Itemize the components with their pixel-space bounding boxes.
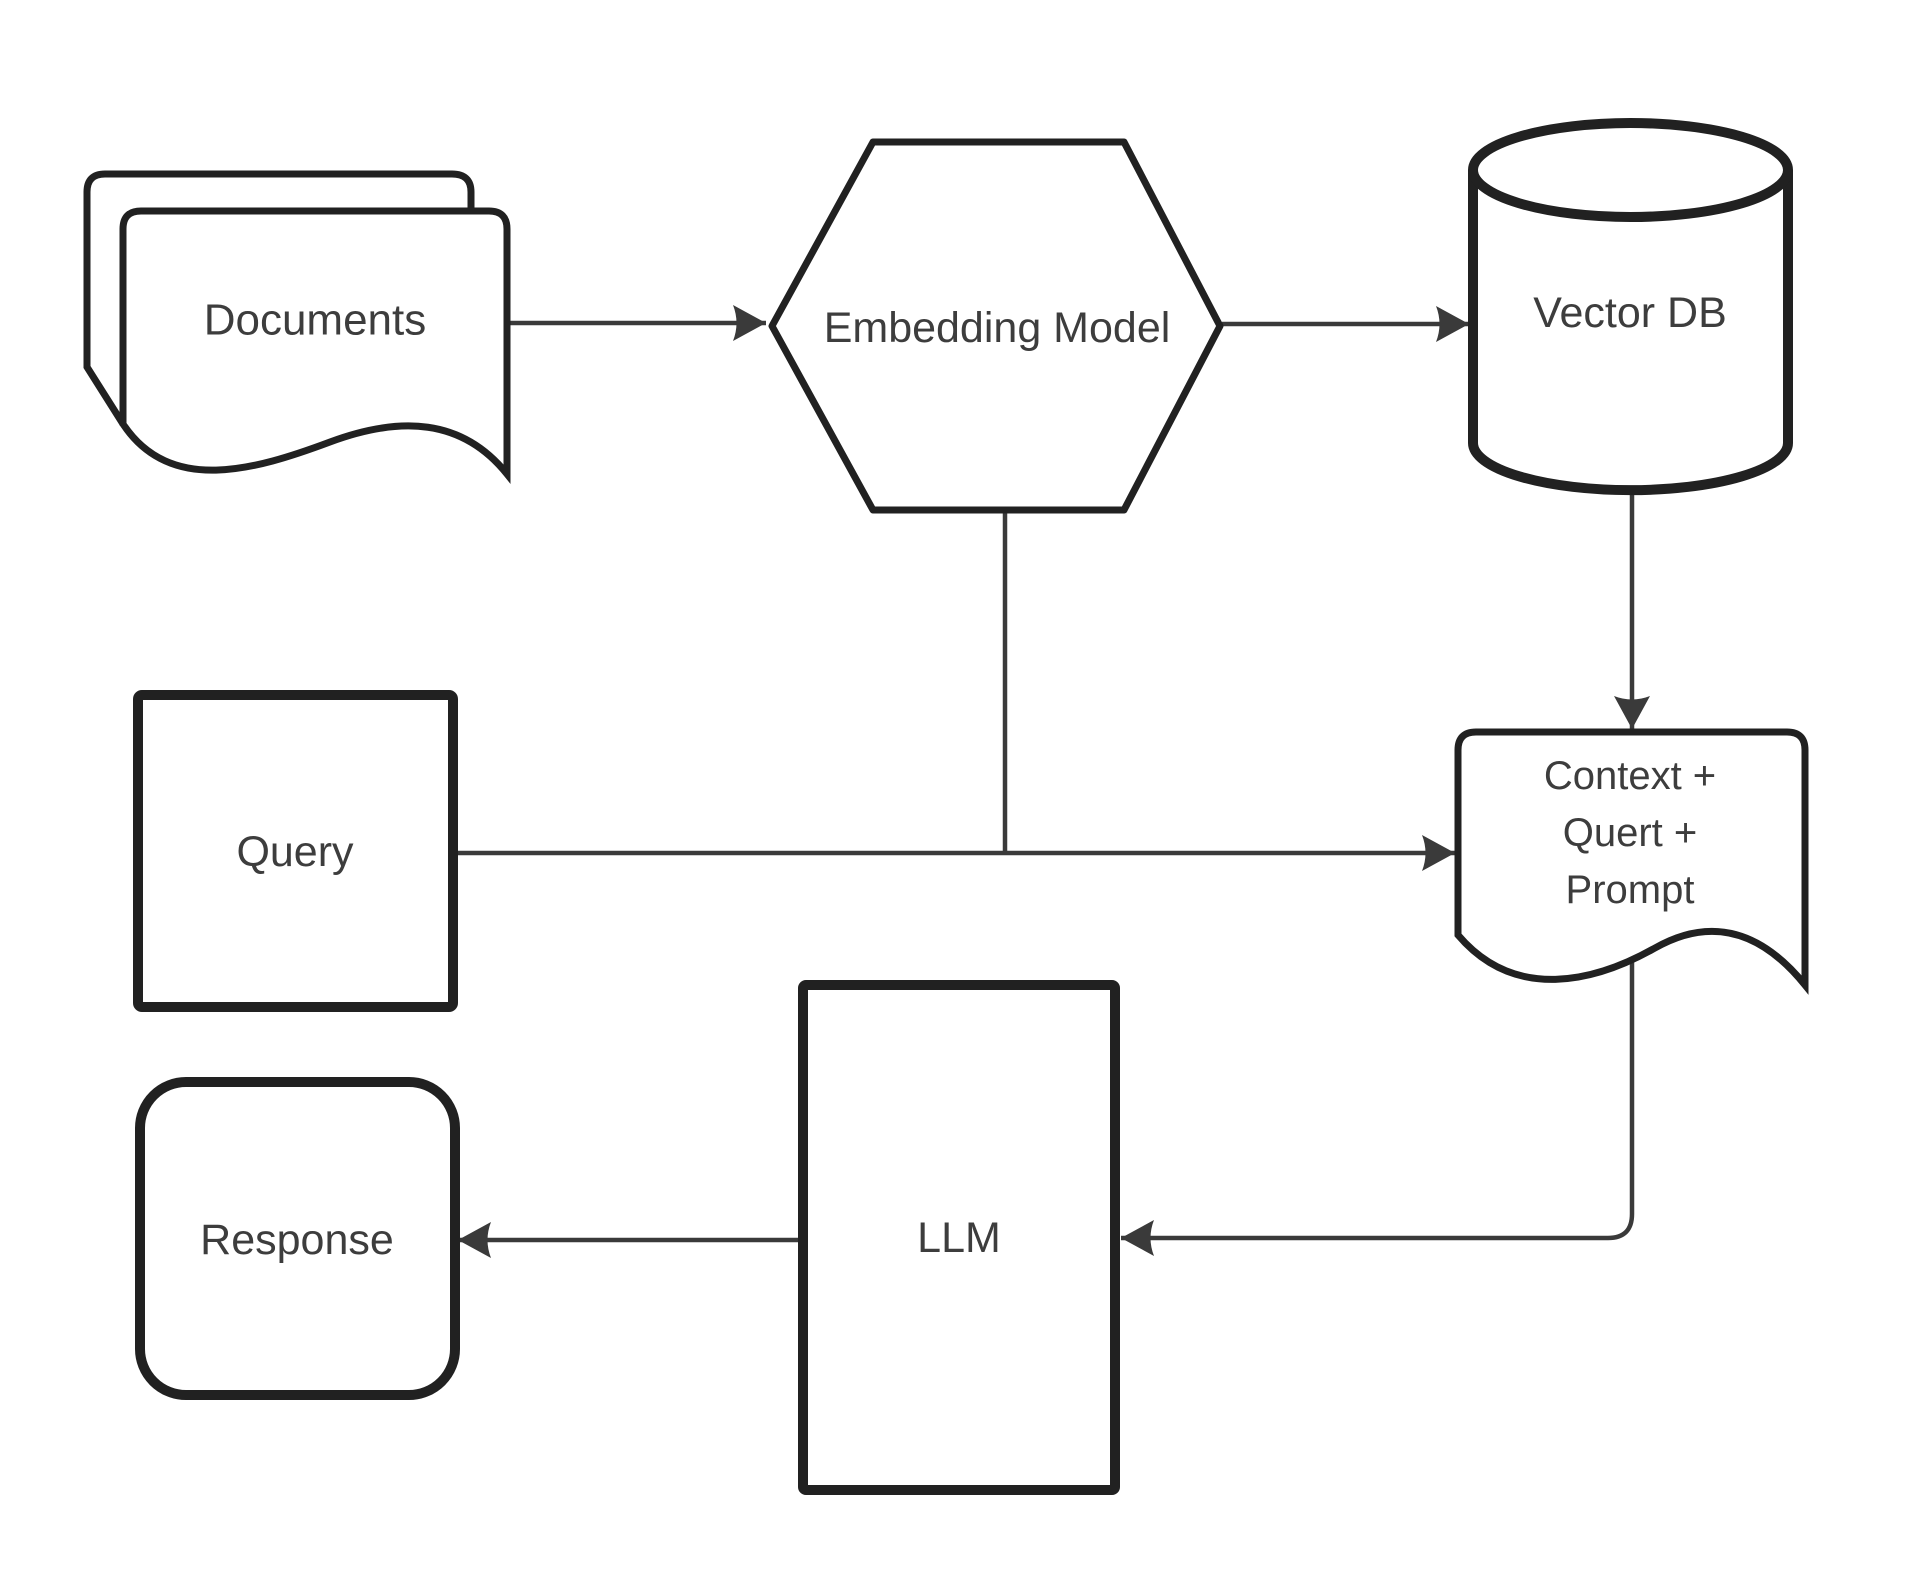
node-llm: LLM: [798, 980, 1120, 1495]
response-label: Response: [200, 1216, 394, 1264]
response-rounded-rect-shape: [135, 1077, 460, 1400]
edges-layer: [455, 305, 1650, 1258]
embedding-model-hexagon-shape: [768, 138, 1224, 514]
node-response: Response: [135, 1077, 460, 1400]
documents-label: Documents: [204, 296, 427, 345]
query-label: Query: [236, 828, 354, 876]
documents-back-page-shape: [83, 170, 475, 426]
context-label-line2: Quert +: [1563, 811, 1698, 855]
node-query: Query: [133, 690, 458, 1012]
context-label-line1: Context +: [1544, 754, 1716, 798]
edge-context-to-llm: [1121, 955, 1635, 1256]
context-label-line3: Prompt: [1566, 868, 1695, 912]
query-rect-shape: [133, 690, 458, 1012]
documents-front-page-shape: [119, 207, 511, 484]
node-embedding-model: Embedding Model: [768, 138, 1224, 514]
vector-db-cylinder-top: [1468, 118, 1793, 222]
node-documents: Documents: [83, 170, 511, 484]
context-document-shape: [1454, 728, 1809, 995]
vector-db-label: Vector DB: [1533, 289, 1727, 337]
node-vector-db: Vector DB: [1468, 118, 1793, 496]
vector-db-cylinder-body: [1468, 170, 1793, 496]
node-context-query-prompt: Context + Quert + Prompt: [1454, 728, 1809, 995]
llm-rect-shape: [798, 980, 1120, 1495]
llm-label: LLM: [917, 1214, 1001, 1262]
embedding-model-label: Embedding Model: [824, 304, 1171, 352]
